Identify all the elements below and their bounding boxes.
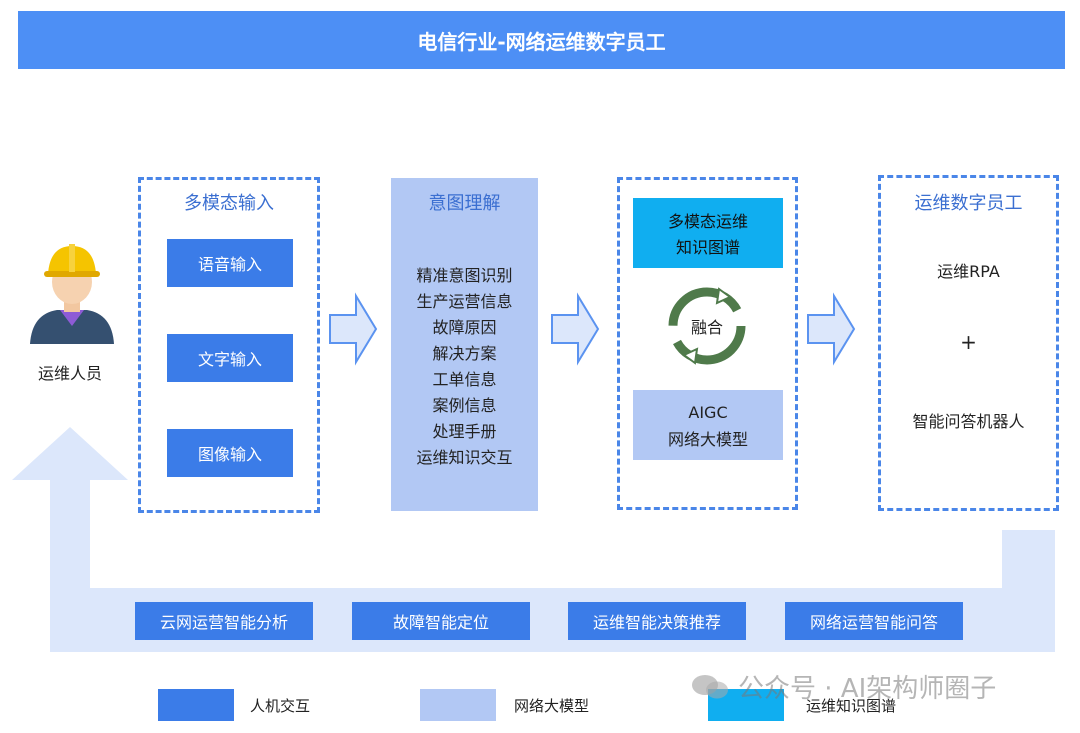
legend-swatch-interaction: [158, 689, 234, 721]
digital-employee-box: [878, 175, 1059, 511]
wechat-icon: [692, 674, 728, 698]
plus-sign: +: [960, 330, 977, 354]
capability-fault-location: 故障智能定位: [352, 602, 530, 640]
legend-label-interaction: 人机交互: [250, 697, 311, 715]
legend-label-llm: 网络大模型: [514, 697, 590, 715]
intent-item: 案例信息: [432, 396, 497, 415]
knowledge-graph-block: 多模态运维 知识图谱: [633, 198, 783, 268]
rpa-label: 运维RPA: [937, 262, 1000, 281]
flow-arrows: [329, 292, 856, 366]
llm-block: AIGC 网络大模型: [633, 390, 783, 460]
legend-swatch-llm: [420, 689, 496, 721]
person-label: 运维人员: [37, 364, 102, 383]
qa-robot-label: 智能问答机器人: [912, 412, 1025, 431]
cycle-icon: [668, 287, 746, 365]
fusion-box: [617, 177, 798, 510]
digital-employee-title: 运维数字员工: [914, 193, 1023, 214]
kg-line2: 知识图谱: [675, 238, 740, 257]
intent-item: 精准意图识别: [416, 266, 513, 285]
intent-list: 精准意图识别 生产运营信息 故障原因 解决方案 工单信息 案例信息 处理手册 运…: [391, 261, 538, 469]
worker-avatar: [22, 234, 122, 354]
capability-analysis: 云网运营智能分析: [135, 602, 313, 640]
worker-icon: [30, 244, 114, 344]
intent-understanding-block: [391, 178, 538, 511]
capability-decision: 运维智能决策推荐: [568, 602, 746, 640]
intent-item: 生产运营信息: [416, 292, 513, 311]
llm-line1: AIGC: [688, 402, 728, 422]
watermark-text: 公众号 · AI架构师圈子: [738, 674, 997, 704]
fusion-label: 融合: [690, 318, 723, 337]
multimodal-input-box: [138, 177, 320, 513]
watermark: 公众号 · AI架构师圈子: [690, 668, 996, 705]
capability-qa: 网络运营智能问答: [785, 602, 963, 640]
text-input-button: 文字输入: [167, 334, 293, 382]
legend-label-kg: 运维知识图谱: [806, 697, 897, 715]
page-title: 电信行业-网络运维数字员工: [417, 29, 666, 54]
intent-item: 运维知识交互: [416, 448, 513, 467]
intent-title: 意图理解: [428, 193, 501, 214]
intent-item: 故障原因: [432, 318, 497, 337]
intent-item: 工单信息: [432, 370, 497, 389]
llm-line2: 网络大模型: [667, 430, 748, 449]
image-input-button: 图像输入: [167, 429, 293, 477]
multimodal-input-title: 多模态输入: [184, 193, 274, 214]
intent-item: 解决方案: [432, 344, 497, 363]
kg-line1: 多模态运维: [667, 212, 748, 231]
title-bar: 电信行业-网络运维数字员工: [18, 11, 1065, 69]
voice-input-button: 语音输入: [167, 239, 293, 287]
intent-item: 处理手册: [432, 422, 497, 441]
